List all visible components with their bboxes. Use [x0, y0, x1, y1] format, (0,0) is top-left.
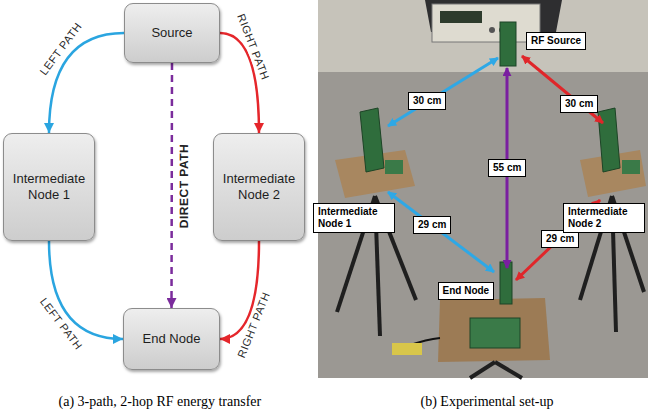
antenna-board: [500, 262, 512, 304]
photo-tag: Intermediate Node 2: [563, 203, 645, 233]
generator-knob: [489, 27, 495, 33]
circuit-board: [470, 318, 520, 348]
path-label: DIRECT PATH: [177, 141, 191, 229]
path-connector: [170, 63, 173, 308]
distance-arrow: [522, 56, 603, 123]
circuit-board: [622, 160, 640, 174]
photo-tag: End Node: [438, 282, 495, 300]
photo-tag: 30 cm: [560, 95, 598, 113]
tape: [392, 343, 422, 355]
distance-arrow: [388, 192, 494, 272]
tripod-platform: [438, 298, 550, 362]
tripod-leg: [470, 362, 495, 378]
source-antenna-board: [500, 22, 516, 66]
node-text: End Node: [143, 331, 201, 347]
path-label: LEFT PATH: [36, 19, 86, 80]
photo-tag: 29 cm: [413, 216, 451, 234]
tripod-leg: [495, 362, 522, 378]
node-text: Intermediate Node 1: [10, 171, 88, 203]
rounded-box: Source: [124, 3, 220, 63]
rounded-box: End Node: [123, 308, 220, 370]
photo-tag: Intermediate Node 1: [313, 203, 395, 233]
path-label: LEFT PATH: [35, 293, 85, 353]
caption-text: (b) Experimental set-up: [421, 393, 554, 410]
rounded-box: Intermediate Node 1: [3, 133, 95, 241]
photo-tag: RF Source: [526, 32, 586, 50]
distance-arrow: [388, 58, 498, 126]
path-label: RIGHT PATH: [234, 288, 273, 361]
wall: [318, 0, 648, 72]
generator-display: [440, 11, 482, 23]
antenna-board: [360, 108, 384, 172]
caption-text: (a) 3-path, 2-hop RF energy transfer: [59, 393, 262, 410]
photo-tag: 30 cm: [408, 92, 446, 110]
circuit-board: [385, 160, 403, 174]
antenna-board: [598, 108, 620, 172]
signal-generator: [432, 4, 540, 42]
node-text: Intermediate Node 2: [220, 171, 298, 203]
path-label: RIGHT PATH: [234, 11, 273, 84]
rounded-box: Intermediate Node 2: [213, 133, 305, 241]
photo-tag: 55 cm: [488, 159, 526, 177]
node-text: Source: [151, 25, 192, 41]
floor: [318, 0, 648, 378]
